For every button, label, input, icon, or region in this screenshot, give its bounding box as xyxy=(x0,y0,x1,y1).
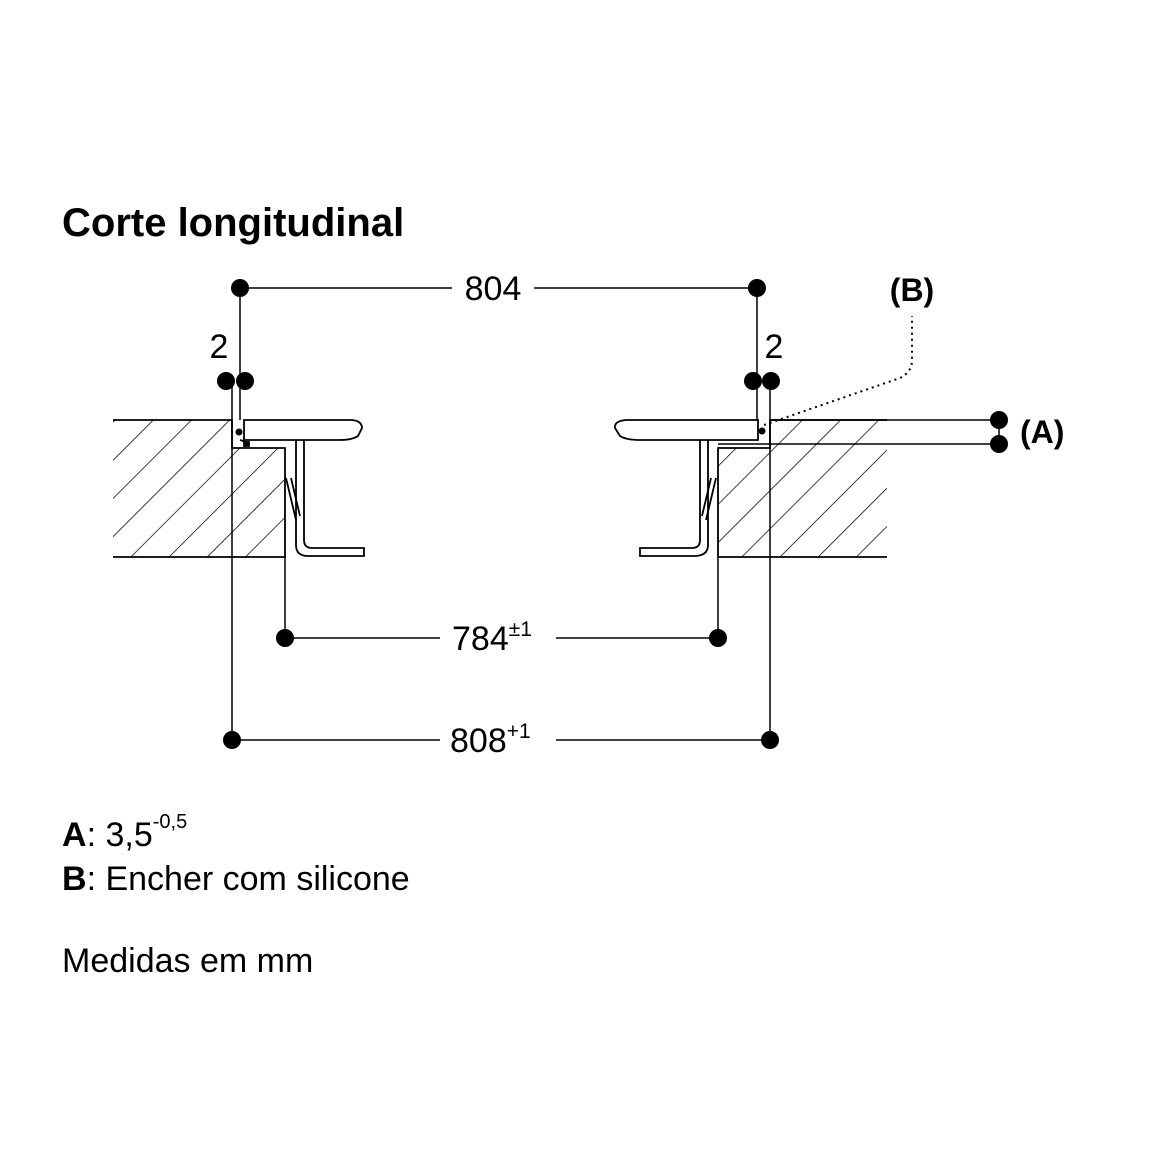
dimension-784-tolerance: ±1 xyxy=(509,618,532,641)
right-silicone-dot xyxy=(758,427,766,435)
left-appliance-edge xyxy=(239,419,365,557)
right-appliance-edge xyxy=(614,419,759,557)
legend-a: A: 3,5-0,5 xyxy=(62,811,188,854)
dimension-808-tolerance: +1 xyxy=(507,720,531,743)
callout-b-label: (B) xyxy=(890,272,934,308)
legend-a-value: 3,5 xyxy=(105,816,153,854)
gap-left: 2 xyxy=(210,328,254,390)
callout-a: (A) xyxy=(990,411,1064,453)
gap-right: 2 xyxy=(744,328,783,390)
callout-a-label: (A) xyxy=(1020,414,1064,450)
dimension-804-label: 804 xyxy=(465,270,522,308)
legend-b: B: Encher com silicone xyxy=(62,860,410,898)
dimension-784-label: 784±1 xyxy=(452,618,532,658)
legend-a-key: A xyxy=(62,816,87,854)
units-note: Medidas em mm xyxy=(62,942,314,980)
dimension-784: 784±1 xyxy=(276,618,727,658)
legend-a-tolerance: -0,5 xyxy=(152,811,188,833)
left-silicone-dot xyxy=(235,428,243,436)
dimension-808-label: 808+1 xyxy=(450,720,531,760)
dimension-808: 808+1 xyxy=(223,720,779,760)
left-countertop xyxy=(113,419,286,558)
gap-right-label: 2 xyxy=(765,328,784,366)
gap-left-label: 2 xyxy=(210,328,229,366)
legend-b-key: B xyxy=(62,860,87,898)
callout-b: (B) xyxy=(763,272,934,426)
dimension-804: 804 xyxy=(231,270,766,308)
diagram-title: Corte longitudinal xyxy=(62,201,404,245)
extension-lines xyxy=(231,288,999,740)
legend-b-value: Encher com silicone xyxy=(105,860,410,898)
